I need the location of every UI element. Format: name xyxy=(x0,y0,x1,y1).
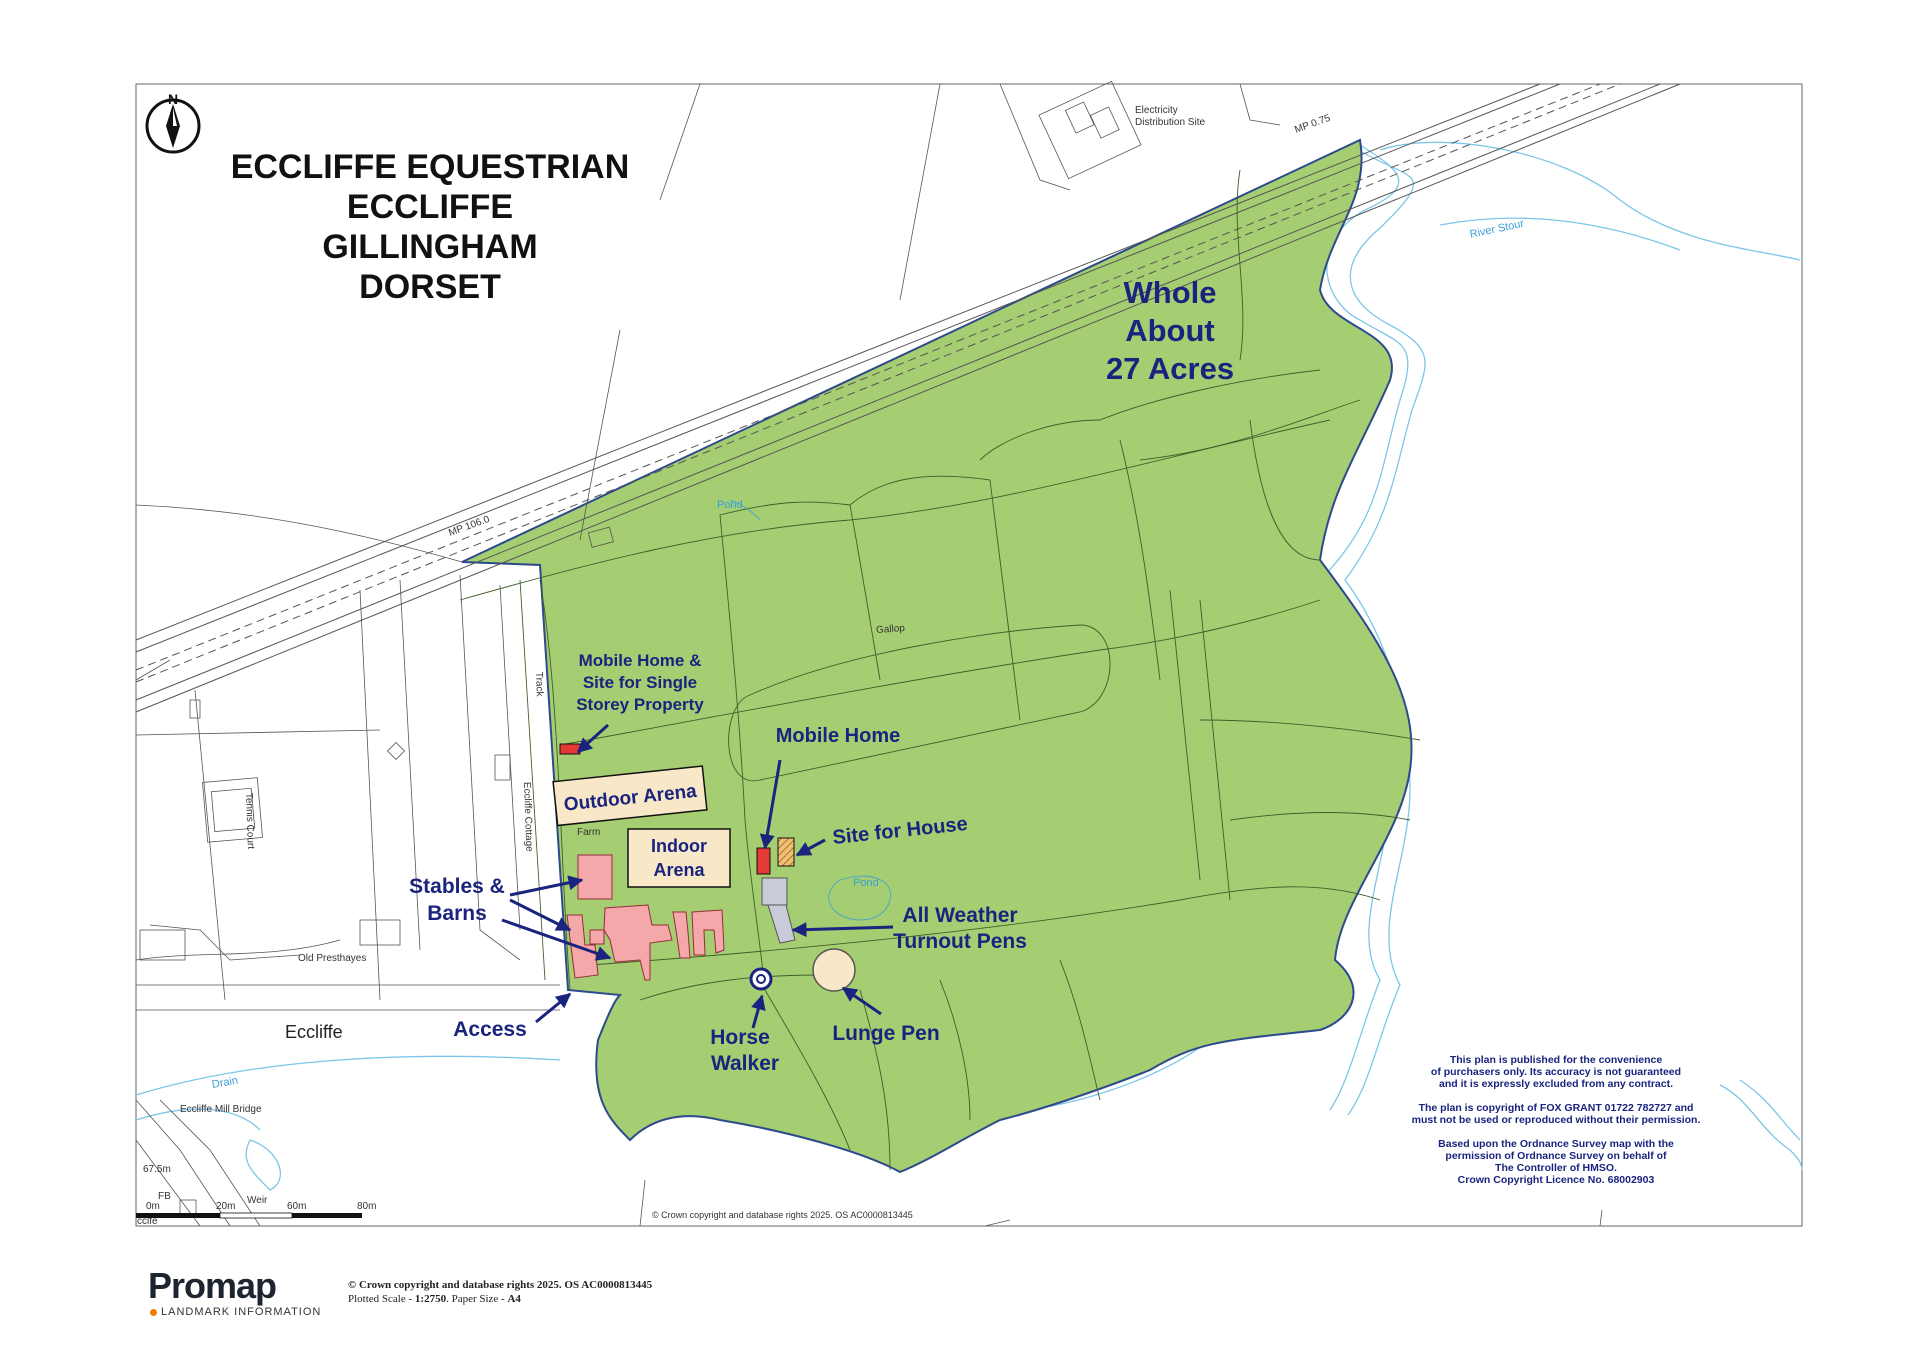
title-line-1: ECCLIFFE EQUESTRIAN xyxy=(231,148,630,186)
notice-line-11: Crown Copyright Licence No. 68002903 xyxy=(1458,1174,1655,1186)
footer-scale: Plotted Scale - 1:2750. Paper Size - A4 xyxy=(348,1293,521,1305)
cliffe-edge-label: cclfe xyxy=(137,1216,158,1227)
field-boundaries xyxy=(459,169,1421,1171)
title-line-4: DORSET xyxy=(359,268,501,306)
indoor-arena-label-1: Indoor xyxy=(651,836,707,856)
stables-and-barns xyxy=(566,854,725,981)
indoor-arena-label-2: Arena xyxy=(653,860,705,880)
compass-icon: N xyxy=(145,91,201,154)
footer-crown-copyright: © Crown copyright and database rights 20… xyxy=(348,1279,652,1291)
notice-line-9: permission of Ordnance Survey on behalf … xyxy=(1445,1150,1667,1162)
notice-line-10: The Controller of HMSO. xyxy=(1495,1162,1617,1174)
electricity-label-2: Distribution Site xyxy=(1135,117,1205,128)
indoor-arena: Indoor Arena xyxy=(627,828,731,888)
horse-walker-label-2: Walker xyxy=(711,1052,779,1075)
mobile-home-site-label-3: Storey Property xyxy=(576,695,704,714)
stables-label-1: Stables & xyxy=(409,875,505,898)
gallop-label: Gallop xyxy=(876,623,906,636)
promap-subtitle-text: LANDMARK INFORMATION xyxy=(161,1306,322,1318)
mobile-home-label: Mobile Home xyxy=(776,725,900,747)
compass-north-label: N xyxy=(168,91,178,107)
horse-walker-label-1: Horse xyxy=(710,1026,770,1049)
notice-line-2: of purchasers only. Its accuracy is not … xyxy=(1431,1066,1681,1078)
track-label: Track xyxy=(533,672,545,698)
pond-label-1: Pond xyxy=(717,499,743,511)
promap-dot-icon xyxy=(150,1308,157,1316)
footer-paper-value: A4 xyxy=(507,1293,521,1305)
stables-label-2: Barns xyxy=(427,902,487,925)
title-line-3: GILLINGHAM xyxy=(322,228,537,266)
eccliffe-cottage-label: Eccliffe Cottage xyxy=(521,782,534,853)
pond-label-2: Pond xyxy=(853,877,879,889)
promap-subtitle: LANDMARK INFORMATION xyxy=(150,1306,321,1318)
turnout-pen-1 xyxy=(761,877,788,906)
electricity-label-1: Electricity xyxy=(1135,105,1178,116)
scale-segment-2 xyxy=(219,1212,293,1219)
pointer-arrows xyxy=(501,723,894,1029)
mobile-home-site-label-1: Mobile Home & xyxy=(579,651,702,670)
railway-line xyxy=(135,83,1681,713)
area-line-3: 27 Acres xyxy=(1106,351,1234,386)
eccliffe-place-label: Eccliffe xyxy=(285,1022,343,1042)
scale-tick-80: 80m xyxy=(357,1201,376,1212)
inline-crown-copyright: © Crown copyright and database rights 20… xyxy=(652,1210,913,1220)
notice-line-8: Based upon the Ordnance Survey map with … xyxy=(1438,1138,1674,1150)
notice-line-3: and it is expressly excluded from any co… xyxy=(1439,1078,1673,1090)
area-line-2: About xyxy=(1125,313,1215,348)
scale-segment-3 xyxy=(292,1213,362,1218)
mobile-home-marker-north xyxy=(559,743,581,755)
title-line-2: ECCLIFFE xyxy=(347,188,513,226)
area-line-1: Whole xyxy=(1124,275,1217,310)
mobile-home-marker xyxy=(756,847,771,875)
tennis-court-label: Tennis Court xyxy=(243,793,256,850)
footer-paper-prefix: . Paper Size - xyxy=(446,1293,508,1305)
weir-label: Weir xyxy=(247,1195,268,1206)
mill-bridge-label: Eccliffe Mill Bridge xyxy=(180,1104,262,1115)
drain-label: Drain xyxy=(211,1075,239,1091)
all-weather-label-2: Turnout Pens xyxy=(893,930,1027,953)
scale-tick-20: 20m xyxy=(216,1201,235,1212)
gallop-track xyxy=(728,624,1111,782)
notice-line-5: The plan is copyright of FOX GRANT 01722… xyxy=(1419,1102,1694,1114)
turnout-pen-2 xyxy=(767,904,796,944)
scale-bar: 0m 20m 60m 80m xyxy=(136,1201,376,1219)
scale-tick-0: 0m xyxy=(146,1201,160,1212)
footer-crown-text: © Crown copyright and database rights 20… xyxy=(348,1279,653,1291)
scale-segment-1 xyxy=(136,1213,220,1218)
notice-line-6: must not be used or reproduced without t… xyxy=(1412,1114,1701,1126)
outdoor-arena: Outdoor Arena xyxy=(552,765,708,827)
promap-logo: Promap xyxy=(148,1265,277,1306)
copyright-notice: This plan is published for the convenien… xyxy=(1412,1054,1701,1186)
mobile-home-site-label-2: Site for Single xyxy=(583,673,697,692)
lunge-pen-label: Lunge Pen xyxy=(832,1022,939,1045)
ponds xyxy=(729,499,891,921)
site-for-house-plot xyxy=(777,837,795,867)
footbridge-label: FB xyxy=(158,1191,171,1202)
old-presthayes-label: Old Presthayes xyxy=(298,953,366,964)
os-background-features xyxy=(135,80,1603,1227)
footer-scale-prefix: Plotted Scale - xyxy=(348,1293,415,1305)
scale-tick-60: 60m xyxy=(287,1201,306,1212)
horse-walker-icon-inner xyxy=(756,974,766,984)
footer-scale-value: 1:2750 xyxy=(414,1293,447,1305)
farm-label: Farm xyxy=(577,827,600,838)
all-weather-label-1: All Weather xyxy=(902,904,1017,927)
notice-line-1: This plan is published for the convenien… xyxy=(1450,1054,1663,1066)
access-label: Access xyxy=(453,1018,527,1041)
lunge-pen-icon xyxy=(812,948,856,992)
page-title: ECCLIFFE EQUESTRIAN ECCLIFFE GILLINGHAM … xyxy=(231,148,630,306)
area-label: Whole About 27 Acres xyxy=(1106,275,1234,386)
spot-height-label: 67.5m xyxy=(143,1164,171,1175)
